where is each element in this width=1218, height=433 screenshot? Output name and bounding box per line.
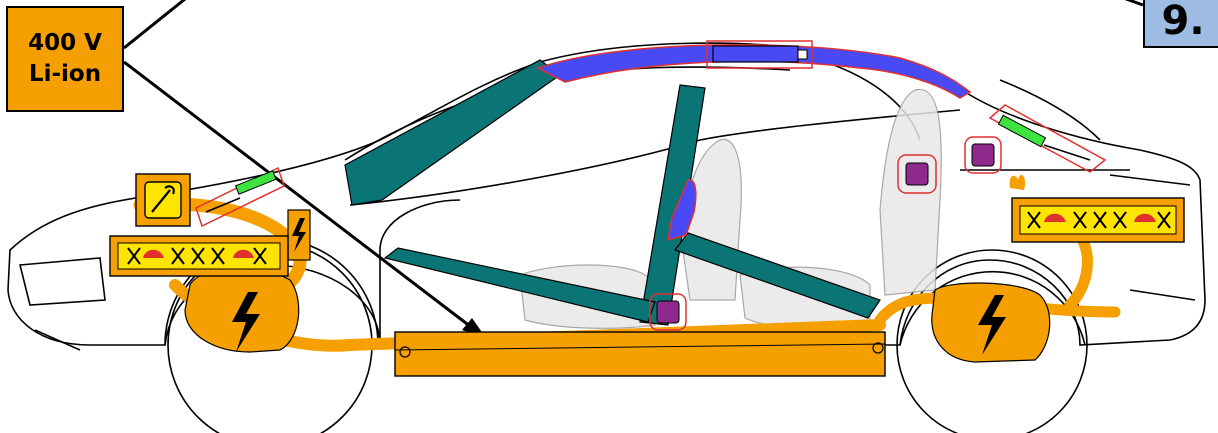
battery-pointer-lines <box>123 0 476 332</box>
pretensioner-b-pillar-highlight <box>649 293 687 331</box>
seatbelt-pretensioners <box>649 136 1002 331</box>
manual-release-sign <box>135 173 191 227</box>
battery-voltage: 400 V <box>28 29 102 56</box>
car-body-outline <box>7 42 1206 433</box>
battery-spec-label: 400 V Li-ion <box>6 6 124 112</box>
pretensioner-rear-seat-highlight <box>897 154 937 194</box>
pretensioner-rear-seat <box>905 162 929 186</box>
pretensioner-c-pillar <box>971 143 995 167</box>
no-cut-icon <box>1027 211 1171 229</box>
battery-mount-front <box>399 346 411 358</box>
junction-hv-bolt-icon <box>292 218 306 252</box>
badge-pointer-line <box>1124 0 1144 7</box>
hv-battery-pack <box>394 331 886 377</box>
pretensioner-c-pillar-highlight <box>964 136 1002 174</box>
airbag-inflator-highlight <box>706 40 813 69</box>
hv-cable-rear-upper <box>1064 229 1093 311</box>
high-voltage-system <box>133 175 1121 377</box>
tailgate-strut-highlight <box>988 104 1107 173</box>
b-pillar-reinforcement <box>639 84 706 326</box>
pretensioner-b-pillar <box>656 300 680 324</box>
front-door-bar <box>383 247 656 323</box>
no-cut-icon <box>127 247 267 265</box>
page-number-badge: 9. <box>1143 0 1218 48</box>
a-pillar-reinforcement <box>344 59 562 206</box>
battery-chemistry: Li-ion <box>28 61 102 87</box>
battery-mount-rear <box>872 342 884 354</box>
front-hv-bolt-icon <box>232 292 260 352</box>
rear-door-bar <box>674 232 881 319</box>
coolant-leak-flame-icon <box>1009 175 1026 190</box>
airbag-inflator <box>712 45 799 63</box>
hood-gas-strut <box>234 170 277 195</box>
no-cut-zone-rear <box>1011 197 1185 243</box>
gas-struts <box>195 104 1107 228</box>
curtain-airbag <box>536 40 972 242</box>
structural-reinforcements <box>344 59 881 326</box>
manual-release-icon <box>151 185 175 213</box>
tailgate-gas-strut <box>997 114 1047 148</box>
page-number: 9. <box>1161 0 1205 44</box>
no-cut-red-helmet-icon <box>1044 213 1156 222</box>
side-airbag-b-pillar <box>667 179 697 242</box>
no-cut-zone-front <box>109 235 289 277</box>
no-cut-red-helmet-icon <box>143 249 254 258</box>
rear-hv-bolt-icon <box>978 295 1006 355</box>
